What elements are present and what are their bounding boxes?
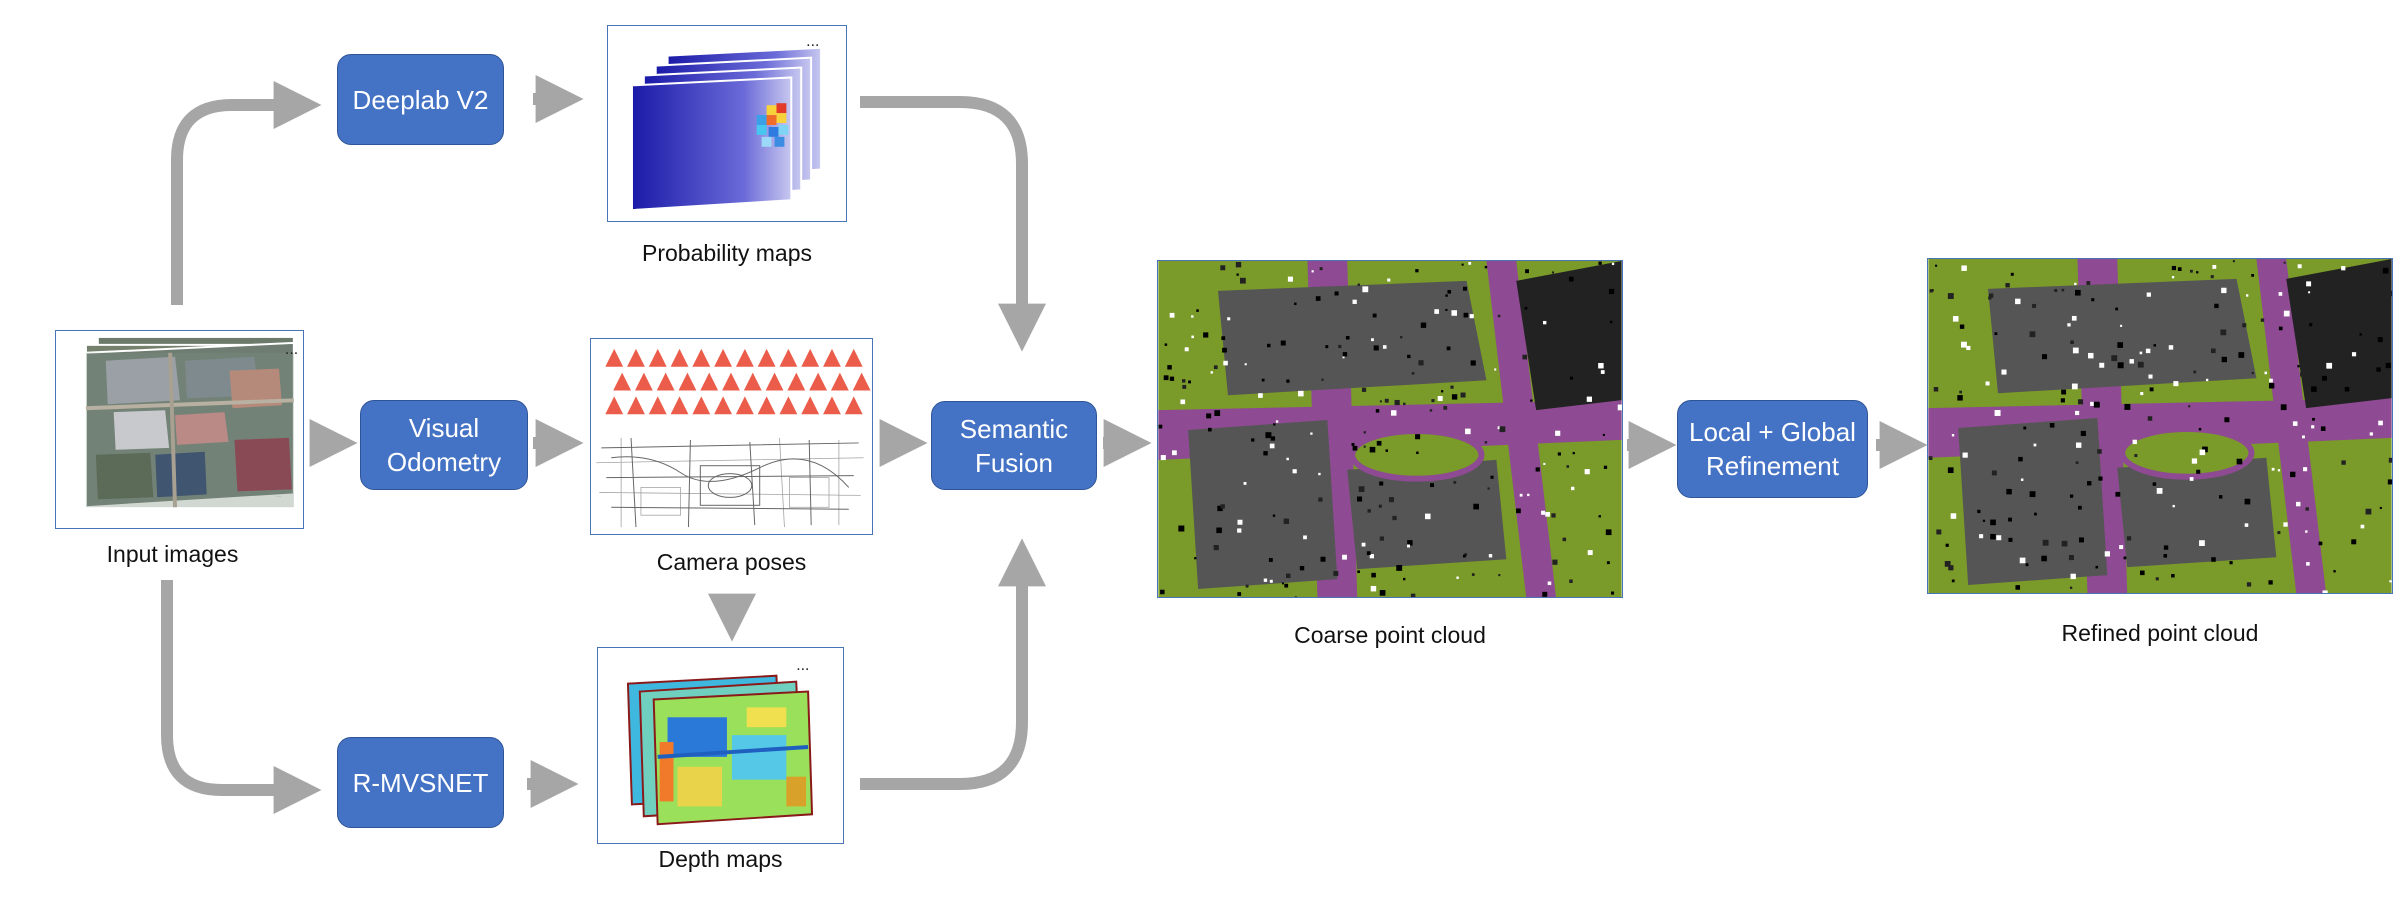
stack-marker-input: ... [285, 341, 298, 358]
camera-poses-caption: Camera poses [656, 549, 807, 575]
deeplab-v2-node: Deeplab V2 [337, 54, 504, 145]
arrow-depth-to-fusion [860, 538, 1046, 790]
depth-maps-caption: Depth maps [658, 846, 783, 872]
heat-cells [756, 103, 789, 147]
stack-marker-prob: ... [806, 33, 819, 50]
visual-odometry-node: Visual Odometry [360, 400, 528, 490]
stack-marker-depth: ... [796, 657, 809, 674]
r-mvsnet-node: R-MVSNET [337, 737, 504, 828]
depth-maps-figure: ... [597, 647, 844, 844]
input-images-caption: Input images [106, 541, 239, 567]
arrow-prob-to-fusion [860, 96, 1046, 352]
input-images-figure: ... [55, 330, 304, 529]
semantic-fusion-node: Semantic Fusion [931, 401, 1097, 490]
probability-maps-caption: Probability maps [641, 240, 813, 266]
coarse-point-cloud-caption: Coarse point cloud [1294, 622, 1486, 648]
camera-poses-svg [591, 339, 872, 534]
refined-point-cloud-caption: Refined point cloud [2061, 620, 2259, 646]
coarse-point-cloud-figure [1157, 260, 1623, 598]
arrow-input-to-deeplab [171, 81, 322, 305]
refinement-node: Local + Global Refinement [1677, 400, 1868, 498]
arrow-input-to-rmvsnet [161, 580, 322, 814]
probability-maps-figure: ... [607, 25, 847, 222]
refined-point-cloud-figure [1927, 258, 2393, 594]
camera-poses-figure [590, 338, 873, 535]
